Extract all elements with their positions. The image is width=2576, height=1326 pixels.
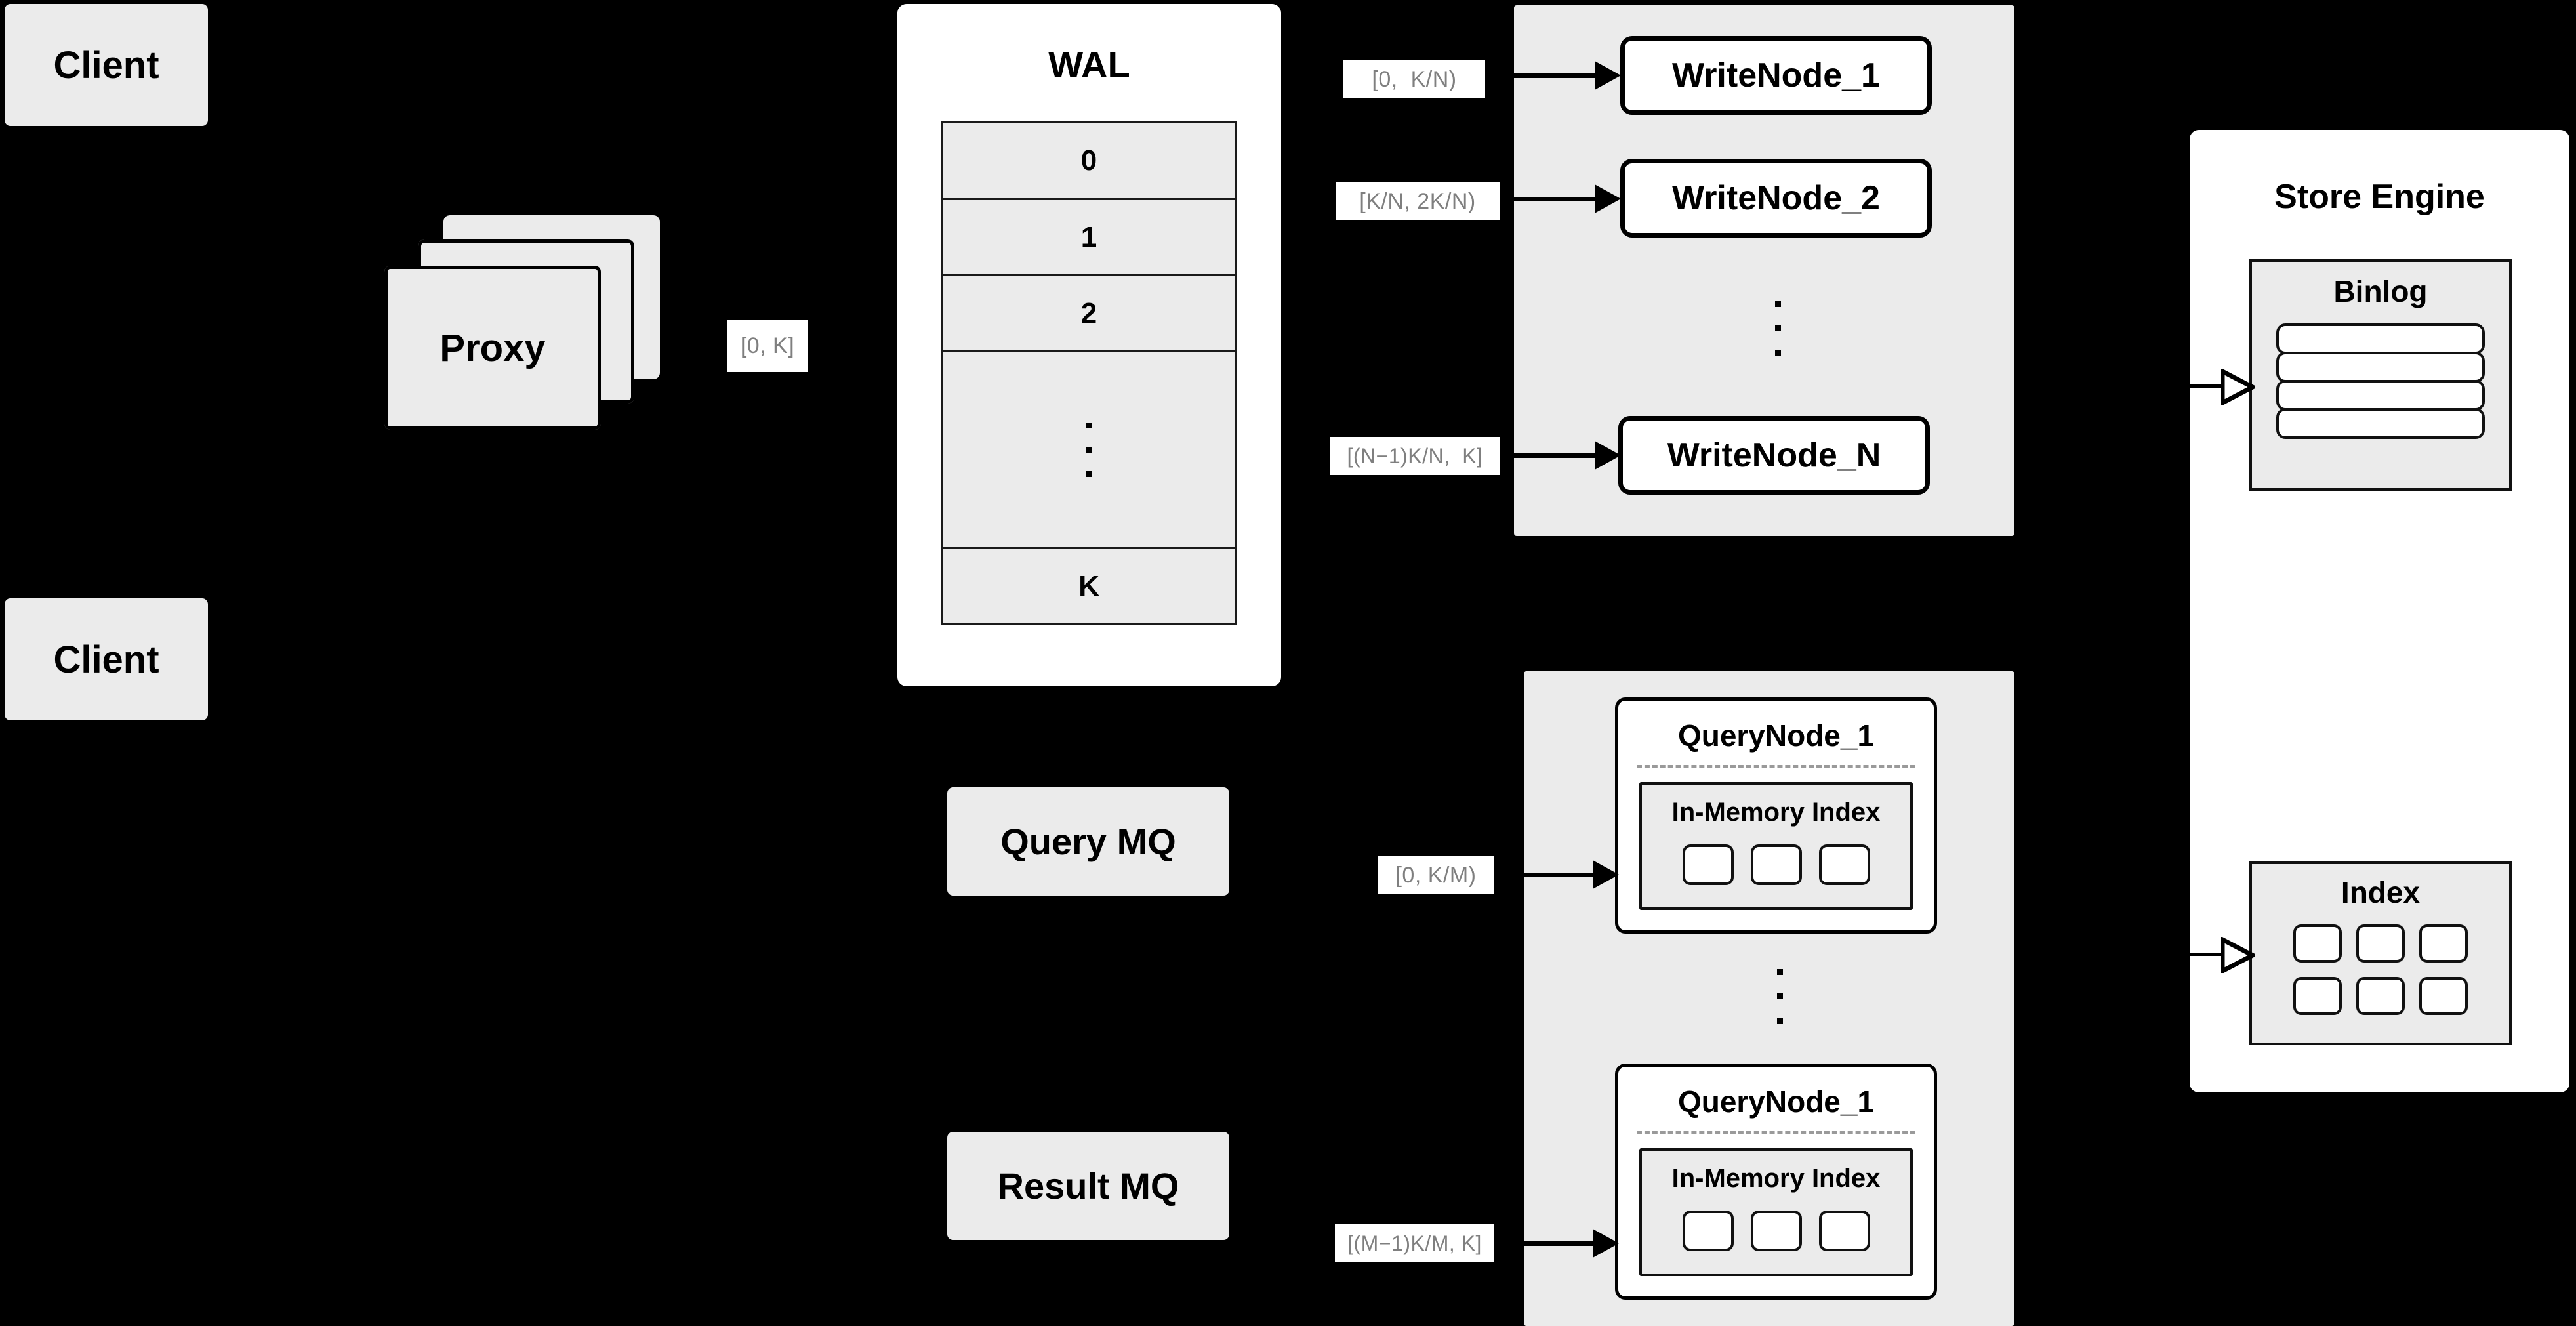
write-node-n-range-label: [(N−1)K/N, K]: [1330, 437, 1500, 475]
query-node-m-range-label: [(M−1)K/M, K]: [1335, 1224, 1494, 1262]
arrow-line-to-write-node-1: [1514, 73, 1596, 78]
index-cell-r2c3: [2419, 977, 2468, 1015]
arrow-line-to-write-node-n: [1514, 453, 1596, 458]
client-box-1[interactable]: Client: [5, 4, 208, 126]
query-node-m[interactable]: QueryNode_1 In-Memory Index: [1615, 1064, 1937, 1300]
query-node-1-index-cell-1: [1682, 844, 1734, 885]
query-mq-box[interactable]: Query MQ: [947, 787, 1229, 896]
binlog-section: Binlog: [2249, 259, 2512, 491]
proxy-label: Proxy: [440, 326, 546, 369]
write-node-1-range-label: [0, K/N): [1343, 60, 1485, 98]
write-node-1[interactable]: WriteNode_1: [1620, 36, 1932, 115]
query-node-1-label: QueryNode_1: [1677, 718, 1875, 753]
proxy-box[interactable]: Proxy: [384, 266, 601, 430]
binlog-title: Binlog: [2333, 274, 2428, 308]
result-mq-label: Result MQ: [997, 1165, 1179, 1207]
arrow-head-to-query-node-m: [1593, 1229, 1619, 1258]
arrow-head-to-write-node-1: [1595, 61, 1621, 90]
query-node-group-ellipsis-icon: [1773, 950, 1786, 1042]
client-label-2: Client: [53, 638, 159, 681]
arrow-line-to-index: [2190, 953, 2224, 956]
query-node-1-inmemory-index-title: In-Memory Index: [1671, 798, 1881, 827]
query-node-m-index-cell-2: [1750, 1211, 1802, 1251]
wal-row-1: 1: [943, 200, 1235, 276]
query-node-1-separator: [1637, 765, 1915, 768]
store-engine-title: Store Engine: [2274, 178, 2485, 216]
wal-row-ellipsis: [943, 352, 1235, 549]
wal-row-k: K: [1078, 570, 1099, 602]
wal-vertical-ellipsis-icon: [1086, 423, 1092, 477]
query-node-m-inmemory-index: In-Memory Index: [1639, 1148, 1913, 1276]
arrow-head-to-query-node-1: [1593, 860, 1619, 889]
arrow-head-to-write-node-n: [1595, 441, 1621, 470]
write-node-n-label: WriteNode_N: [1667, 436, 1881, 474]
binlog-strip-1: [2276, 323, 2485, 354]
binlog-strip-2: [2276, 352, 2485, 383]
arrow-head-to-binlog: [2221, 369, 2255, 405]
wal-table: 0 1 2 K: [941, 121, 1237, 625]
index-cell-r1c2: [2356, 924, 2405, 963]
write-node-2-label: WriteNode_2: [1672, 179, 1880, 217]
query-mq-label: Query MQ: [1000, 821, 1176, 862]
client-box-2[interactable]: Client: [5, 598, 208, 720]
arrow-line-to-query-node-1: [1517, 873, 1594, 877]
write-node-1-label: WriteNode_1: [1672, 56, 1880, 94]
binlog-strip-3: [2276, 380, 2485, 411]
wal-row-0: 0: [943, 123, 1235, 200]
index-cell-r1c1: [2293, 924, 2342, 963]
wal-title: WAL: [1048, 44, 1130, 85]
proxy-range-label: [0, K]: [727, 320, 808, 372]
query-node-1-index-cell-2: [1750, 844, 1802, 885]
arrow-line-to-write-node-2: [1514, 197, 1596, 201]
arrow-head-to-write-node-2: [1595, 184, 1621, 213]
query-node-m-index-cell-3: [1818, 1211, 1870, 1251]
index-section: Index: [2249, 861, 2512, 1045]
write-node-group-ellipsis-icon: [1771, 282, 1784, 374]
query-node-1-inmemory-index: In-Memory Index: [1639, 782, 1913, 910]
query-node-m-label: QueryNode_1: [1677, 1085, 1875, 1119]
write-node-2[interactable]: WriteNode_2: [1620, 159, 1932, 238]
arrow-line-to-query-node-m: [1517, 1241, 1594, 1246]
wal-row-2: 2: [943, 276, 1235, 352]
index-title: Index: [2341, 875, 2421, 909]
query-node-m-index-cell-1: [1682, 1211, 1734, 1251]
query-node-1-index-cell-3: [1818, 844, 1870, 885]
query-node-m-inmemory-index-title: In-Memory Index: [1671, 1164, 1881, 1193]
index-cell-r2c1: [2293, 977, 2342, 1015]
query-node-1[interactable]: QueryNode_1 In-Memory Index: [1615, 697, 1937, 934]
query-node-1-range-label: [0, K/M): [1378, 856, 1494, 894]
arrow-line-to-binlog: [2190, 384, 2224, 388]
index-cell-r1c3: [2419, 924, 2468, 963]
query-node-m-separator: [1637, 1131, 1915, 1134]
client-label-1: Client: [53, 43, 159, 87]
arrow-head-to-index: [2221, 937, 2255, 973]
binlog-strip-4: [2276, 408, 2485, 439]
write-node-n[interactable]: WriteNode_N: [1618, 416, 1930, 495]
index-cell-r2c2: [2356, 977, 2405, 1015]
write-node-2-range-label: [K/N, 2K/N): [1336, 182, 1500, 220]
result-mq-box[interactable]: Result MQ: [947, 1132, 1229, 1240]
